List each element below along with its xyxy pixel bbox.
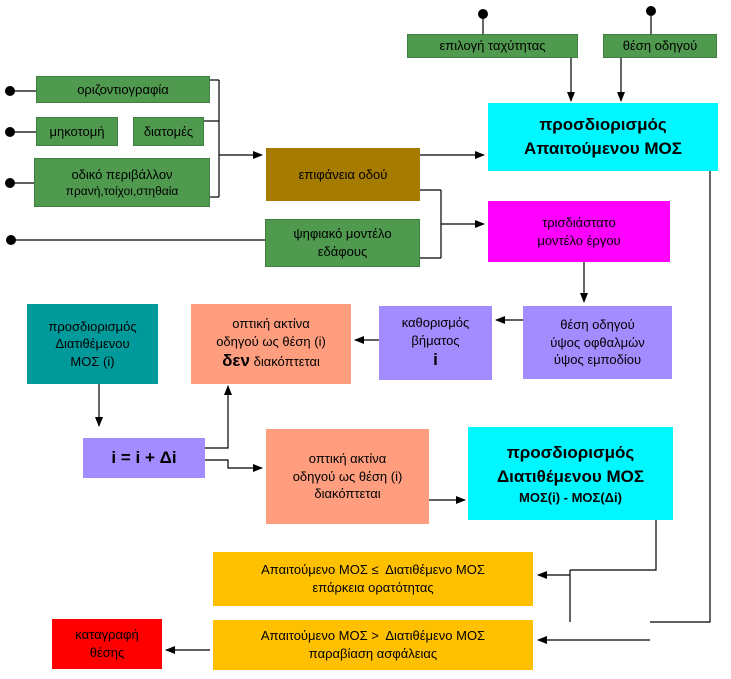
increment-to-blocked-arrow	[205, 459, 263, 472]
road-surface-box: επιφάνεια οδού	[266, 148, 420, 201]
model-3d-box: τρισδιάστατο μοντέλο έργου	[488, 201, 670, 262]
increment-box: i = i + Δi	[83, 438, 205, 478]
ray-blocked-box: οπτική ακτίνα οδηγού ως θέση (i) διακόπτ…	[266, 429, 429, 524]
dem-input-dot	[6, 235, 16, 245]
ray-blocked-line3: διακόπτεται	[314, 486, 381, 502]
environment-input-dot	[5, 178, 15, 188]
increment-loop-arrow	[205, 385, 232, 449]
model-3d-line1: τρισδιάστατο	[542, 214, 616, 230]
road-environment-box: οδικό περιβάλλον πρανή,τοίχοι,στηθαία	[34, 158, 210, 207]
driver-input-dot	[646, 6, 656, 16]
ray-clear-line3: δεν διακόπτεται	[222, 350, 320, 373]
required-sight-title: προσδιορισμός	[539, 115, 667, 135]
ray-clear-negation: δεν	[222, 351, 250, 371]
violation-line1: Απαιτούμενο ΜΟΣ > Διατιθέμενο ΜΟΣ	[260, 628, 486, 644]
driver-position-top-box: θέση οδηγού	[603, 34, 717, 58]
longitudinal-section-label: μηκοτομή	[49, 123, 105, 139]
available-total-formula: ΜΟΣ(i) - ΜΟΣ(Δi)	[519, 489, 622, 505]
dem-line1: ψηφιακό μοντέλο	[293, 226, 392, 242]
available-total-box: προσδιορισμός Διατιθέμενου ΜΟΣ ΜΟΣ(i) - …	[468, 427, 673, 520]
step-box: καθορισμός βήματος i	[379, 306, 492, 380]
road-environment-label: οδικό περιβάλλον	[71, 166, 173, 182]
longitudinal-input-dot	[5, 127, 15, 137]
step-line3: i	[433, 350, 438, 370]
available-to-decision-line	[570, 520, 657, 571]
required-sight-subtitle: Απαιτούμενου ΜΟΣ	[524, 139, 682, 158]
model-3d-line2: μοντέλο έργου	[537, 232, 621, 248]
speed-choice-label: επιλογή ταχύτητας	[439, 38, 546, 54]
horizontal-input-dot	[5, 86, 15, 96]
violation-box: Απαιτούμενο ΜΟΣ > Διατιθέμενο ΜΟΣ παραβί…	[213, 620, 533, 670]
required-to-decision-line	[650, 171, 711, 623]
record-box: καταγραφή θέσης	[52, 619, 162, 669]
step-line1: καθορισμός	[401, 314, 470, 330]
dem-box: ψηφιακό μοντέλο εδάφους	[265, 219, 420, 267]
cross-sections-box: διατομές	[133, 117, 204, 146]
horizontal-alignment-box: οριζοντιογραφία	[36, 76, 210, 103]
ray-clear-word: διακόπτεται	[253, 354, 320, 370]
ray-clear-box: οπτική ακτίνα οδηγού ως θέση (i) δεν δια…	[191, 304, 351, 384]
speed-input-dot	[478, 9, 488, 19]
increment-label: i = i + Δi	[111, 447, 177, 467]
step-line2: βήματος	[411, 332, 460, 348]
horizontal-alignment-label: οριζοντιογραφία	[77, 81, 169, 97]
ray-clear-line1: οπτική ακτίνα	[232, 315, 310, 331]
driver-position-top-label: θέση οδηγού	[622, 38, 698, 54]
available-total-title: προσδιορισμός	[506, 442, 635, 462]
road-surface-label: επιφάνεια οδού	[298, 166, 388, 182]
sufficient-line2: επάρκεια ορατότητας	[312, 580, 434, 595]
ray-blocked-line2: οδηγού ως θέση (i)	[292, 468, 403, 484]
ray-clear-line2: οδηγού ως θέση (i)	[216, 333, 326, 349]
record-line1: καταγραφή	[75, 627, 139, 643]
dem-line2: εδάφους	[317, 244, 368, 259]
driver-position-line2: ύψος οφθαλμών	[550, 334, 645, 350]
driver-position-line3: ύψος εμποδίου	[553, 352, 642, 368]
road-environment-detail: πρανή,τοίχοι,στηθαία	[65, 184, 179, 199]
sufficient-box: Απαιτούμενο ΜΟΣ ≤ Διατιθέμενο ΜΟΣ επάρκε…	[213, 552, 533, 606]
ray-blocked-line1: οπτική ακτίνα	[308, 451, 387, 467]
available-i-box: προσδιορισμός Διατιθέμενου ΜΟΣ (i)	[27, 304, 158, 384]
driver-position-line1: θέση οδηγού	[560, 317, 635, 333]
available-i-line2: Διατιθέμενου	[55, 336, 130, 352]
record-line2: θέσης	[89, 645, 125, 660]
speed-choice-box: επιλογή ταχύτητας	[407, 34, 578, 58]
longitudinal-section-box: μηκοτομή	[36, 117, 118, 146]
available-total-subtitle: Διατιθέμενου ΜΟΣ	[496, 466, 645, 486]
cross-sections-label: διατομές	[143, 123, 194, 139]
required-sight-box: προσδιορισμός Απαιτούμενου ΜΟΣ	[488, 103, 718, 171]
available-i-line1: προσδιορισμός	[48, 318, 137, 334]
available-i-line3: ΜΟΣ (i)	[70, 353, 115, 369]
sufficient-line1: Απαιτούμενο ΜΟΣ ≤ Διατιθέμενο ΜΟΣ	[261, 562, 485, 578]
driver-position-box: θέση οδηγού ύψος οφθαλμών ύψος εμποδίου	[523, 306, 672, 379]
violation-line2: παραβίαση ασφάλειας	[308, 646, 438, 661]
